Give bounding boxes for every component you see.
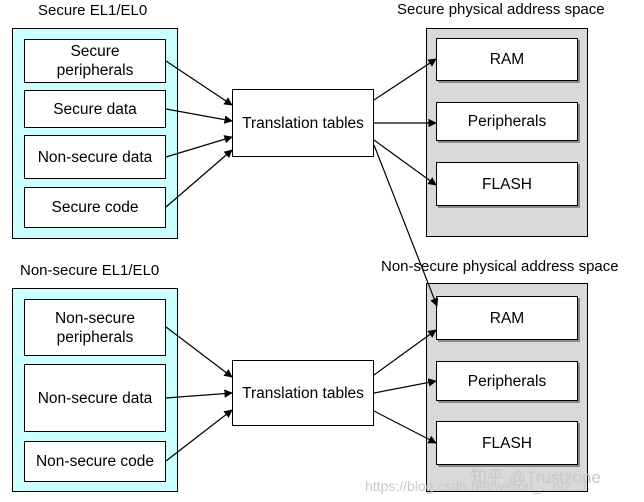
arrow-secure-peripherals-to-tt bbox=[165, 60, 233, 106]
arrow-ns-tt-to-ram bbox=[373, 329, 437, 376]
arrow-ns-tt-to-peripherals bbox=[373, 378, 437, 394]
nonsecure-peripherals-box: Non-secure peripherals bbox=[24, 299, 166, 356]
secure-peripherals-box: Secure peripherals bbox=[24, 39, 166, 83]
arrow-tt-to-nonsecure-ram bbox=[373, 144, 439, 307]
zhihu-watermark: 知乎 @Trustzone bbox=[470, 468, 601, 487]
arrow-nonsecure-data-to-tt bbox=[165, 135, 233, 158]
nonsecure-data-box: Non-secure data bbox=[24, 364, 166, 432]
nonsecure-code-box: Non-secure code bbox=[24, 441, 166, 482]
nonsecure-peripherals-pas-box: Peripherals bbox=[436, 361, 578, 401]
secure-world-title: Secure EL1/EL0 bbox=[38, 2, 148, 19]
arrow-ns-data-to-tt bbox=[165, 389, 233, 399]
arrow-secure-data-to-tt bbox=[165, 108, 233, 124]
nonsecure-world-title: Non-secure EL1/EL0 bbox=[20, 262, 160, 279]
arrow-ns-code-to-tt bbox=[165, 409, 233, 462]
secure-peripherals-pas-box: Peripherals bbox=[436, 102, 578, 141]
arrow-tt-to-secure-flash bbox=[373, 139, 437, 186]
nonsecure-translation-tables-box: Translation tables bbox=[232, 360, 374, 426]
secure-translation-tables-box: Translation tables bbox=[232, 89, 374, 157]
arrow-ns-tt-to-flash bbox=[373, 410, 437, 444]
secure-ram-box: RAM bbox=[436, 38, 578, 81]
arrow-secure-code-to-tt bbox=[165, 149, 233, 208]
nonsecure-data-box-secure-world: Non-secure data bbox=[24, 135, 166, 179]
nonsecure-pas-title: Non-secure physical address space bbox=[381, 258, 619, 275]
secure-code-box: Secure code bbox=[24, 187, 166, 228]
csdn-watermark: https://blog.csdn.net/weixin_...ntz.../ bbox=[365, 478, 587, 494]
arrow-ns-peripherals-to-tt bbox=[165, 326, 233, 378]
secure-flash-box: FLASH bbox=[436, 162, 578, 206]
nonsecure-ram-box: RAM bbox=[436, 296, 578, 340]
secure-data-box: Secure data bbox=[24, 90, 166, 128]
nonsecure-flash-box: FLASH bbox=[436, 421, 578, 465]
arrow-tt-to-secure-ram bbox=[373, 58, 437, 101]
secure-pas-title: Secure physical address space bbox=[397, 1, 605, 18]
